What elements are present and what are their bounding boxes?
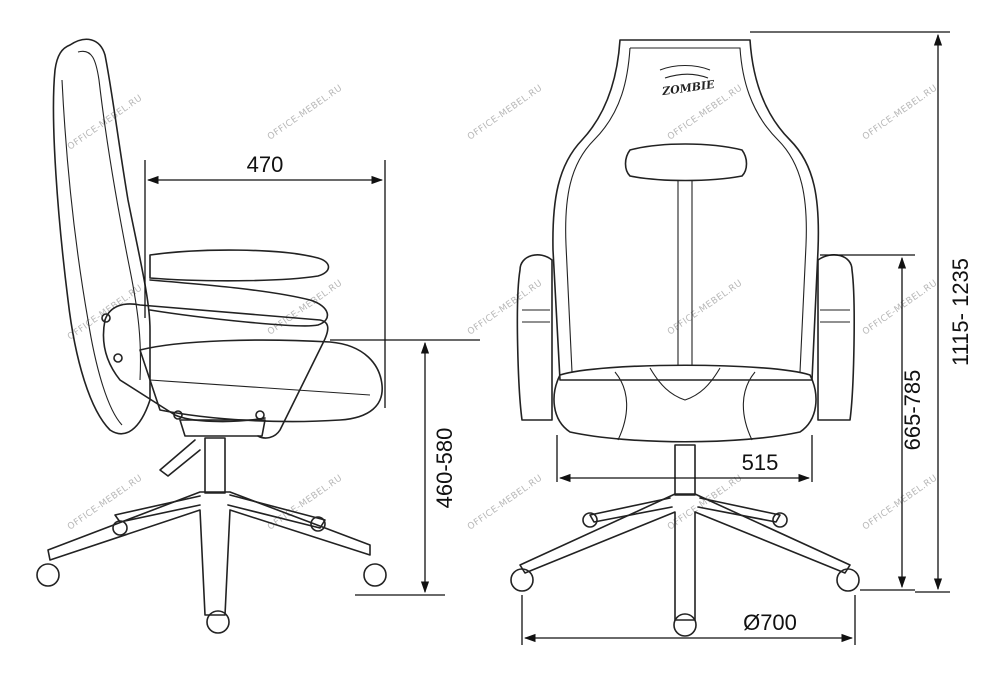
watermark: OFFICE-MEBEL.RU — [861, 473, 940, 532]
gas-lift-front — [674, 444, 696, 496]
dimension-total-height: 1115- 1235 — [750, 31, 973, 593]
depth-label: 470 — [247, 152, 284, 177]
base-diameter-label: Ø700 — [743, 610, 797, 635]
casters-front — [510, 512, 860, 637]
watermark: OFFICE-MEBEL.RU — [266, 83, 345, 142]
chair-front-view: ZOMBIE — [510, 39, 860, 637]
gas-lift-side — [204, 437, 226, 494]
headrest-pillow — [624, 143, 748, 182]
armrest-side — [149, 249, 330, 282]
watermarks: OFFICE-MEBEL.RU OFFICE-MEBEL.RU OFFICE-M… — [66, 83, 940, 532]
dimension-armrest-height: 665-785 — [820, 254, 925, 591]
seat-height-label: 460-580 — [432, 428, 457, 509]
watermark: OFFICE-MEBEL.RU — [266, 278, 345, 337]
dimension-base-diameter: Ø700 — [521, 595, 856, 645]
dimension-depth: 470 — [144, 152, 386, 408]
tilt-mechanism — [179, 419, 266, 437]
seat-width-label: 515 — [742, 450, 779, 475]
watermark: OFFICE-MEBEL.RU — [861, 83, 940, 142]
height-lever — [159, 439, 201, 477]
watermark: OFFICE-MEBEL.RU — [66, 283, 145, 342]
watermark: OFFICE-MEBEL.RU — [666, 473, 745, 532]
watermark: OFFICE-MEBEL.RU — [66, 93, 145, 152]
chair-side-view — [36, 38, 387, 634]
dimension-seat-height: 460-580 — [330, 339, 480, 596]
watermark: OFFICE-MEBEL.RU — [861, 278, 940, 337]
watermark: OFFICE-MEBEL.RU — [466, 473, 545, 532]
seat-front — [553, 364, 817, 443]
arm-bracket — [104, 303, 329, 439]
casters-side — [36, 516, 387, 634]
brand-logo: ZOMBIE — [660, 78, 716, 98]
watermark: OFFICE-MEBEL.RU — [466, 278, 545, 337]
backrest-side — [52, 38, 151, 435]
armrest-left-front — [516, 254, 553, 421]
center-stripe — [677, 180, 693, 365]
armrest-height-label: 665-785 — [900, 370, 925, 451]
watermark: OFFICE-MEBEL.RU — [466, 83, 545, 142]
dimension-seat-width: 515 — [556, 435, 813, 483]
armrest-right-front — [817, 254, 855, 421]
watermark: OFFICE-MEBEL.RU — [66, 473, 145, 532]
total-height-label: 1115- 1235 — [948, 258, 973, 366]
seat-side — [139, 339, 383, 423]
